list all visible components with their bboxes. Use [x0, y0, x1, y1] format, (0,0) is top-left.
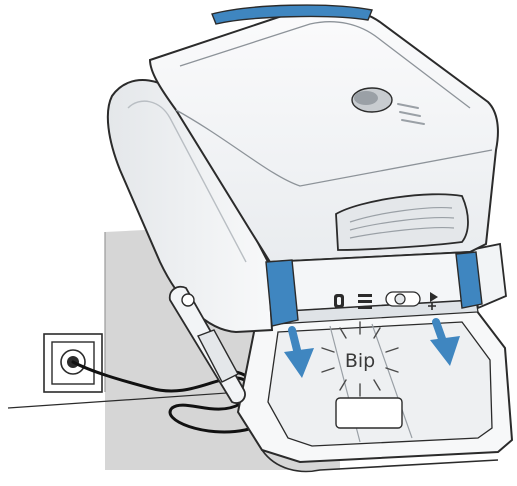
beep-sound-label: Bip: [345, 350, 375, 372]
charging-dock: [238, 302, 512, 471]
